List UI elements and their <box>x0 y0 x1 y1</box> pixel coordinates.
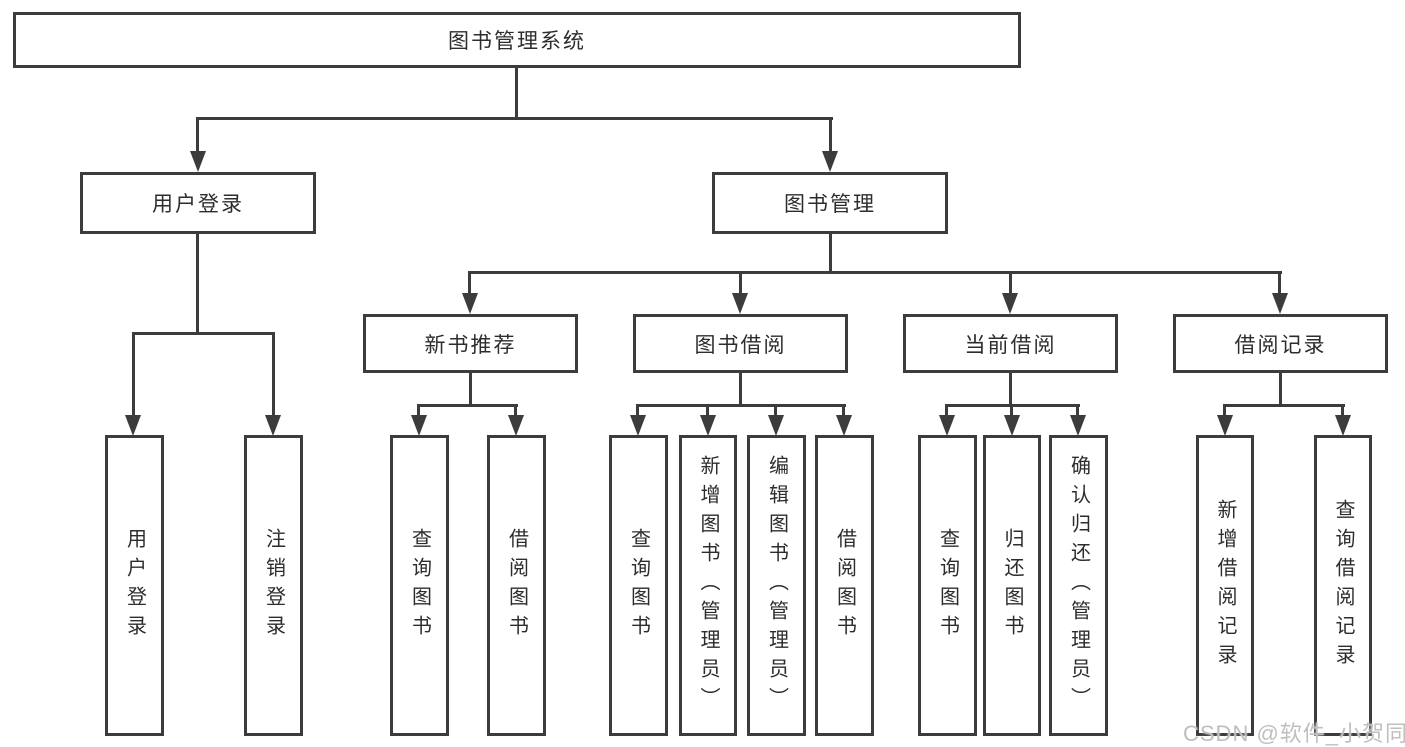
connector-vline <box>829 233 832 274</box>
node-current-borrowing: 当前借阅 <box>903 314 1118 373</box>
connector-vline <box>1009 373 1012 405</box>
connector-hline <box>1223 404 1345 407</box>
node-library-management-system: 图书管理系统 <box>13 12 1021 68</box>
connector-vline <box>1009 271 1012 295</box>
connector-vline <box>1341 404 1344 416</box>
connector-vline <box>829 117 832 153</box>
leaf-logout-label: 注销登录 <box>262 527 285 644</box>
arrow-down-icon <box>411 415 427 436</box>
connector-hline <box>417 404 518 407</box>
arrow-down-icon <box>508 415 524 436</box>
arrow-down-icon <box>1217 415 1233 436</box>
leaf-cb-confirm-return-admin-label: 确认归还（管理员） <box>1067 455 1090 716</box>
arrow-down-icon <box>836 415 852 436</box>
connector-hline <box>196 117 833 120</box>
arrow-down-icon <box>1070 415 1086 436</box>
leaf-cb-query-books: 查询图书 <box>918 435 977 736</box>
leaf-cb-return-books: 归还图书 <box>983 435 1041 736</box>
connector-hline <box>945 404 1080 407</box>
connector-vline <box>945 404 948 416</box>
leaf-bb-query-books: 查询图书 <box>609 435 668 736</box>
connector-vline <box>196 117 199 153</box>
connector-vline <box>1076 404 1079 416</box>
arrow-down-icon <box>1002 293 1018 314</box>
connector-hline <box>636 404 846 407</box>
connector-vline <box>1223 404 1226 416</box>
leaf-cb-return-books-label: 归还图书 <box>1001 527 1023 644</box>
arrow-down-icon <box>939 415 955 436</box>
connector-vline <box>272 332 275 416</box>
connector-vline <box>417 404 420 416</box>
node-book-borrowing: 图书借阅 <box>633 314 848 373</box>
arrow-down-icon <box>125 415 141 436</box>
leaf-rec-query-books-label: 查询图书 <box>408 527 431 644</box>
node-new-book-recommend: 新书推荐 <box>363 314 578 373</box>
connector-vline <box>469 373 472 405</box>
arrow-down-icon <box>1335 415 1351 436</box>
leaf-br-add-record-label: 新增借阅记录 <box>1214 498 1236 673</box>
connector-vline <box>1279 373 1282 405</box>
connector-vline <box>1010 404 1013 416</box>
connector-hline <box>132 332 275 335</box>
node-book-management: 图书管理 <box>712 172 948 234</box>
node-user-login: 用户登录 <box>80 172 316 234</box>
arrow-down-icon <box>1004 415 1020 436</box>
connector-vline <box>515 66 518 120</box>
leaf-bb-edit-books-admin-label: 编辑图书（管理员） <box>765 455 788 716</box>
connector-vline <box>739 271 742 295</box>
arrow-down-icon <box>732 293 748 314</box>
arrow-down-icon <box>265 415 281 436</box>
connector-vline <box>739 373 742 405</box>
arrow-down-icon <box>190 151 206 172</box>
leaf-rec-borrow-books-label: 借阅图书 <box>505 527 528 644</box>
connector-vline <box>706 404 709 416</box>
connector-hline <box>468 271 1282 274</box>
arrow-down-icon <box>462 293 478 314</box>
connector-vline <box>514 404 517 416</box>
leaf-br-query-record-label: 查询借阅记录 <box>1332 498 1354 673</box>
connector-vline <box>132 332 135 416</box>
leaf-bb-add-books-admin: 新增图书（管理员） <box>679 435 737 736</box>
node-borrowing-records: 借阅记录 <box>1173 314 1388 373</box>
leaf-cb-confirm-return-admin: 确认归还（管理员） <box>1049 435 1108 736</box>
arrow-down-icon <box>630 415 646 436</box>
leaf-bb-query-books-label: 查询图书 <box>627 527 650 644</box>
connector-vline <box>842 404 845 416</box>
leaf-bb-add-books-admin-label: 新增图书（管理员） <box>697 455 719 716</box>
leaf-bb-borrow-books: 借阅图书 <box>815 435 874 736</box>
leaf-rec-query-books: 查询图书 <box>390 435 449 736</box>
leaf-logout: 注销登录 <box>244 435 303 736</box>
leaf-bb-borrow-books-label: 借阅图书 <box>833 527 856 644</box>
connector-vline <box>774 404 777 416</box>
watermark: CSDN @软件_小贺同学 <box>1183 721 1405 746</box>
connector-vline <box>196 233 199 335</box>
connector-vline <box>1278 271 1281 295</box>
arrow-down-icon <box>1272 293 1288 314</box>
leaf-user-login: 用户登录 <box>105 435 164 736</box>
leaf-cb-query-books-label: 查询图书 <box>936 527 959 644</box>
connector-vline <box>636 404 639 416</box>
leaf-bb-edit-books-admin: 编辑图书（管理员） <box>747 435 806 736</box>
arrow-down-icon <box>700 415 716 436</box>
leaf-rec-borrow-books: 借阅图书 <box>487 435 546 736</box>
arrow-down-icon <box>822 151 838 172</box>
connector-vline <box>468 271 471 295</box>
leaf-br-add-record: 新增借阅记录 <box>1196 435 1254 736</box>
leaf-br-query-record: 查询借阅记录 <box>1314 435 1372 736</box>
leaf-user-login-label: 用户登录 <box>123 527 146 644</box>
arrow-down-icon <box>768 415 784 436</box>
